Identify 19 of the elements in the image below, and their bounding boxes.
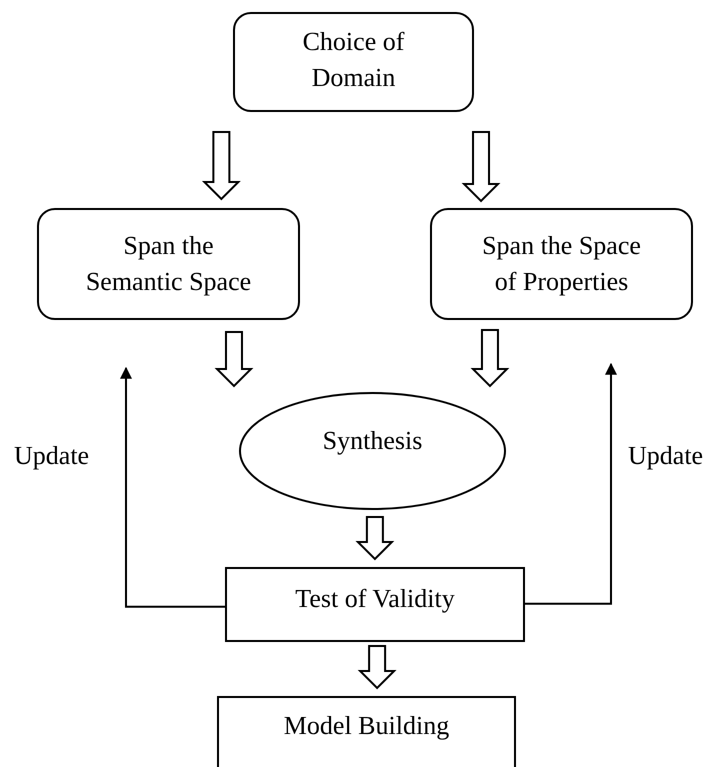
rounded-process-box	[430, 208, 693, 320]
rounded-process-box	[37, 208, 300, 320]
node-text: Test of Validity	[295, 583, 455, 616]
process-box	[217, 696, 516, 767]
block-arrow	[202, 131, 241, 200]
node-text: Span the Space of Properties	[481, 230, 642, 298]
block-arrow	[214, 331, 254, 388]
block-arrow	[470, 329, 510, 388]
process-box	[225, 567, 525, 642]
feedback-arrow	[525, 362, 617, 605]
node-text: Span the Semantic Space	[84, 230, 252, 298]
node-text: Synthesis	[322, 424, 422, 457]
rounded-process-box	[233, 12, 474, 112]
block-arrow	[358, 645, 397, 690]
block-arrow	[462, 131, 500, 202]
block-arrow	[356, 516, 394, 560]
feedback-arrow	[120, 366, 225, 608]
node-text: Choice of Domain	[302, 26, 406, 94]
node-text: Model Building	[284, 710, 450, 742]
